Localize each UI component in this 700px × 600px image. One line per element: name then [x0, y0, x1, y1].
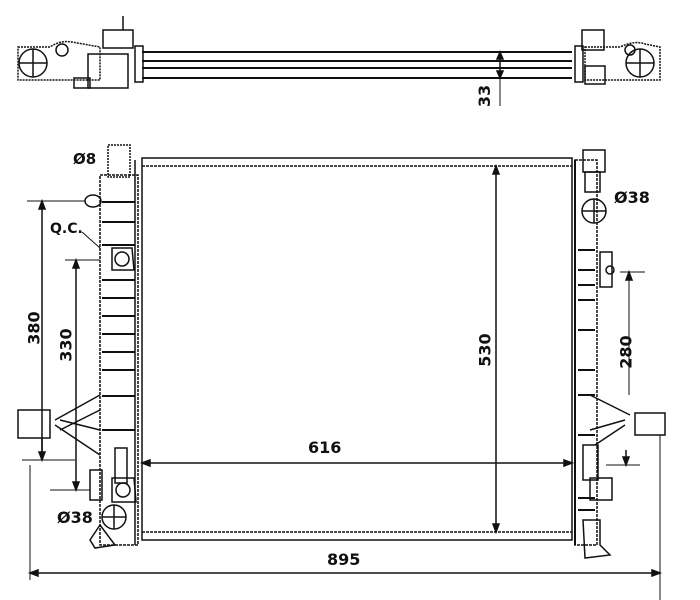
dimension-label-616: 616	[308, 438, 342, 457]
dimension-280	[606, 269, 661, 600]
dimension-380	[22, 198, 85, 463]
dimension-label-380: 380	[24, 311, 44, 345]
dimension-label-530: 530	[475, 333, 495, 367]
dimension-label-895: 895	[327, 550, 361, 569]
dimension-616	[139, 458, 575, 468]
callout-qc: Q.C.	[50, 221, 83, 237]
dimension-530	[491, 163, 501, 535]
qc-leader	[81, 231, 101, 249]
dimension-label-330: 330	[56, 328, 76, 362]
top-view	[17, 16, 661, 89]
dimension-330	[50, 257, 100, 493]
callout-right-inlet: Ø38	[614, 188, 650, 207]
dimension-label-280: 280	[616, 335, 636, 369]
callout-left-outlet: Ø38	[57, 508, 93, 527]
dimension-label-33: 33	[475, 84, 495, 108]
callout-small-port: Ø8	[73, 150, 97, 168]
dimension-33	[495, 50, 505, 106]
front-view	[17, 144, 666, 559]
